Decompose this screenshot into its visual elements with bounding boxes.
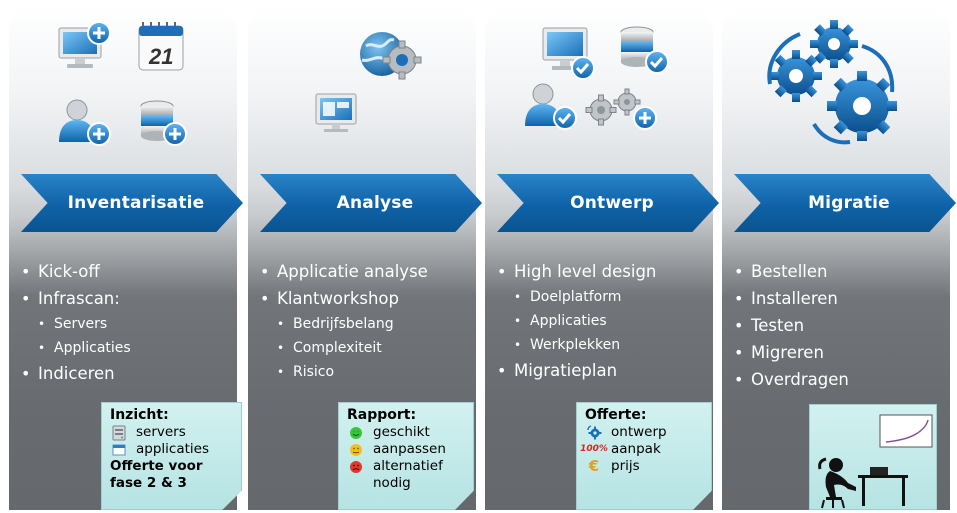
note-text: alternatief [373, 458, 443, 474]
phase-chevron: Inventarisatie [21, 174, 243, 232]
substep-item: Risico [258, 360, 474, 384]
note-text: aanpassen [373, 441, 446, 457]
note-inzicht: Inzicht: servers applicaties Offerte voo… [101, 402, 242, 510]
database-add-icon [140, 100, 187, 146]
phase-icons [722, 6, 950, 166]
phase-title: Migratie [808, 193, 890, 213]
monitor-add-icon [58, 21, 111, 68]
monitor-check-icon [542, 27, 595, 80]
gears-add-icon [585, 88, 657, 130]
step-item: Migratieplan [495, 357, 711, 384]
substep-item: Bedrijfsbelang [258, 312, 474, 336]
substep-item: Doelplatform [495, 285, 711, 309]
phase-title: Inventarisatie [67, 193, 205, 213]
step-item: Applicatie analyse [258, 258, 474, 285]
note-offerte: Offerte: ontwerp 100% aanpak € prijs [576, 402, 712, 510]
database-check-icon [620, 26, 669, 74]
note-row: alternatief [347, 458, 467, 475]
person-icon [818, 457, 908, 509]
note-text: aanpak [611, 441, 661, 457]
server-icon [110, 425, 128, 441]
note-footer: fase 2 & 3 [110, 475, 187, 491]
phase-icons [248, 6, 476, 166]
note-footer: Offerte voor [110, 458, 203, 474]
smiley-happy-icon [347, 426, 365, 440]
phase-steps: High level design Doelplatform Applicati… [495, 258, 711, 384]
note-row: ontwerp [585, 424, 705, 441]
note-title: Offerte: [585, 407, 647, 423]
application-icon [110, 444, 128, 456]
percent-icon: 100% [580, 444, 608, 454]
calendar-icon: 21 [138, 22, 184, 71]
note-title: Rapport: [347, 407, 417, 423]
phase-steps: Bestellen Installeren Testen Migreren Ov… [732, 258, 948, 393]
note-text: geschikt [373, 424, 430, 440]
note-text: ontwerp [611, 424, 667, 440]
phase-icons [485, 6, 713, 166]
phase-column-ontwerp: Ontwerp High level design Doelplatform A… [485, 6, 719, 510]
user-check-icon [525, 83, 577, 130]
phase-title: Ontwerp [570, 193, 654, 213]
euro-icon: € [588, 457, 600, 475]
step-item: High level design [495, 258, 711, 285]
substep-item: Servers [19, 312, 235, 336]
gear-cycle-icon [585, 424, 603, 441]
user-add-icon [59, 99, 111, 146]
step-item: Migreren [732, 339, 948, 366]
relaxing-person-illustration [809, 404, 937, 510]
substep-item: Applicaties [19, 336, 235, 360]
phase-steps: Kick-off Infrascan: Servers Applicaties … [19, 258, 235, 387]
phase-title: Analyse [336, 193, 414, 213]
smiley-neutral-icon [347, 443, 365, 457]
step-item: Bestellen [732, 258, 948, 285]
smiley-sad-icon [347, 460, 365, 474]
step-item: Kick-off [19, 258, 235, 285]
application-window-icon [315, 93, 357, 132]
note-text: prijs [611, 458, 640, 474]
gears-cycle-icon [767, 20, 897, 145]
substep-item: Complexiteit [258, 336, 474, 360]
step-item: Installeren [732, 285, 948, 312]
step-item: Indiceren [19, 360, 235, 387]
step-item: Testen [732, 312, 948, 339]
phase-steps: Applicatie analyse Klantworkshop Bedrijf… [258, 258, 474, 384]
note-row: € prijs [585, 458, 705, 475]
note-row: 100% aanpak [580, 441, 705, 458]
chart-frame-icon [879, 414, 933, 448]
note-row: applicaties [110, 441, 235, 458]
phase-chevron: Analyse [260, 174, 482, 232]
note-row: aanpassen [347, 441, 467, 458]
note-text: applicaties [136, 441, 209, 457]
note-row: nodig [347, 475, 467, 492]
phase-chevron: Ontwerp [497, 174, 719, 232]
note-text: nodig [373, 475, 411, 491]
substep-item: Werkplekken [495, 333, 711, 357]
note-row: geschikt [347, 424, 467, 441]
note-title: Inzicht: [110, 407, 169, 423]
note-row: servers [110, 424, 235, 441]
substep-item: Applicaties [495, 309, 711, 333]
svg-text:21: 21 [148, 44, 173, 69]
note-text: servers [136, 424, 186, 440]
phase-icons: 21 [9, 6, 237, 166]
note-rapport: Rapport: geschikt aanpassen alternatief … [338, 402, 474, 510]
phase-chevron: Migratie [734, 174, 956, 232]
step-item: Overdragen [732, 366, 948, 393]
globe-gear-icon [360, 32, 422, 80]
step-item: Klantworkshop [258, 285, 474, 312]
step-item: Infrascan: [19, 285, 235, 312]
